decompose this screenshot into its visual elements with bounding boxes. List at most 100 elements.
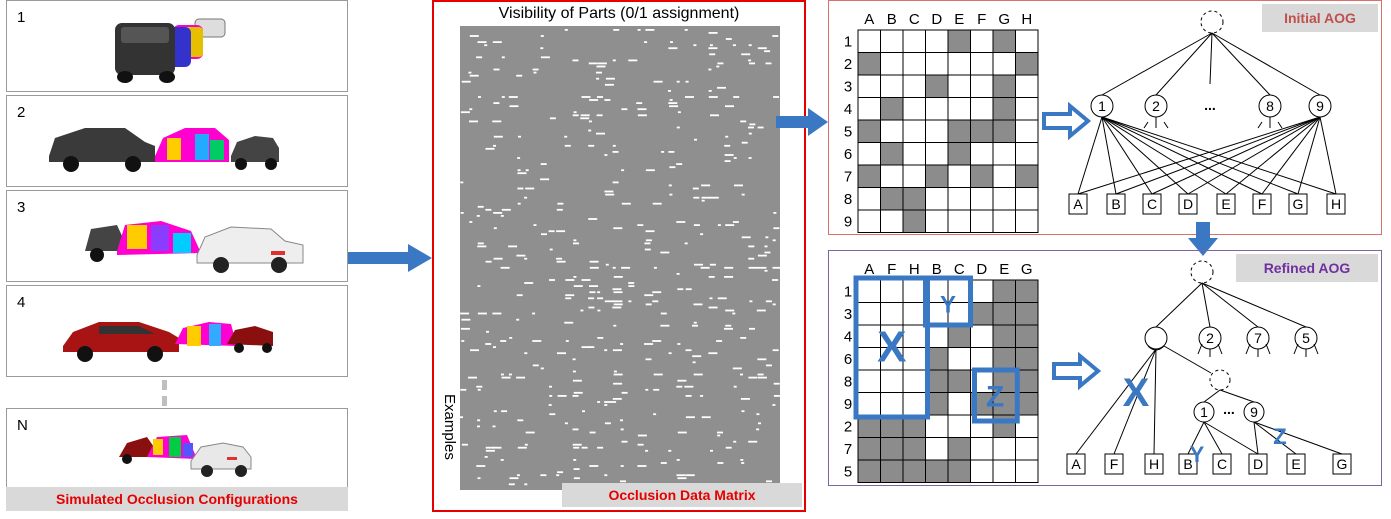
visible-cell	[725, 38, 732, 40]
visible-cell	[486, 330, 489, 333]
visible-cell	[477, 388, 481, 391]
simulated-occlusion-caption: Simulated Occlusion Configurations	[6, 487, 348, 511]
visible-cell	[685, 349, 692, 352]
visible-cell	[532, 364, 539, 367]
visible-cell	[500, 373, 504, 376]
tree-x-label: X	[1123, 371, 1150, 415]
visible-cell	[605, 263, 609, 266]
block-z-label: Z	[986, 381, 1004, 414]
visible-cell	[589, 431, 596, 434]
visible-cell	[500, 266, 510, 269]
visible-cell	[693, 321, 697, 324]
leaf-label: A	[1071, 456, 1081, 472]
grid-cell	[902, 459, 926, 483]
visible-cell	[748, 126, 754, 129]
visible-cell	[668, 352, 672, 355]
visible-cell	[613, 291, 623, 294]
visible-cell	[604, 401, 614, 403]
grid-cell	[1015, 279, 1039, 303]
visible-cell	[741, 462, 745, 464]
visible-cell	[492, 120, 502, 123]
leaf-label: D	[1183, 196, 1193, 212]
visible-cell	[573, 276, 577, 278]
grid-cell	[880, 437, 904, 461]
grid-cell	[1015, 459, 1039, 483]
visible-cell	[676, 385, 683, 388]
visible-cell	[517, 157, 521, 159]
visible-cell	[493, 346, 496, 348]
visible-cell	[749, 123, 756, 126]
visible-cell	[621, 169, 625, 172]
visible-cell	[684, 29, 688, 31]
grid-cell	[970, 437, 994, 461]
edge	[1155, 282, 1203, 328]
visible-cell	[588, 346, 595, 348]
visible-cell	[565, 294, 575, 297]
visible-cell	[701, 184, 711, 187]
visible-cell	[677, 431, 687, 434]
visible-cell	[604, 99, 611, 101]
grid-cell	[970, 459, 994, 483]
visible-cell	[628, 282, 635, 284]
visible-cell	[748, 245, 755, 248]
visible-cell	[717, 462, 724, 464]
visible-cell	[653, 266, 657, 269]
sim-panel-2: 2	[6, 95, 348, 187]
hollow-arrow-icon	[1042, 101, 1092, 141]
leaf-label: D	[1253, 456, 1263, 472]
visible-cell	[653, 388, 660, 391]
visible-cell	[540, 474, 547, 477]
visible-cell	[516, 254, 526, 257]
grid-cell	[1015, 209, 1039, 233]
visible-cell	[620, 480, 626, 483]
visible-cell	[572, 370, 576, 373]
leaf-label: H	[1331, 196, 1341, 212]
visible-cell	[645, 29, 655, 31]
grid-cell	[947, 74, 971, 98]
visible-cell	[596, 77, 600, 80]
visible-cell	[709, 297, 713, 300]
grid-cell	[970, 347, 994, 371]
leaf-label: A	[1073, 196, 1083, 212]
visible-cell	[589, 285, 598, 287]
ellipsis: ...	[1223, 401, 1235, 417]
visible-cell	[644, 248, 651, 251]
car-image	[85, 221, 304, 273]
visible-cell	[524, 196, 528, 199]
visible-cell	[573, 477, 580, 480]
visible-cell	[460, 212, 464, 214]
visible-cell	[516, 74, 523, 77]
edge	[1151, 116, 1321, 195]
grid-cell	[992, 437, 1016, 461]
edge	[1077, 116, 1103, 195]
visible-cell	[613, 324, 617, 327]
visible-cell	[676, 474, 686, 477]
grid-cell	[947, 347, 971, 371]
visible-cell	[588, 297, 595, 300]
visible-cell	[493, 102, 500, 104]
visible-cell	[493, 257, 503, 260]
visible-cell	[757, 358, 767, 361]
edge	[1201, 282, 1307, 328]
row-label: 6	[844, 146, 852, 163]
visible-cell	[645, 358, 652, 361]
visible-cell	[685, 474, 695, 477]
visible-cell	[612, 144, 616, 147]
grid-cell	[857, 97, 881, 121]
visible-cell	[708, 68, 712, 71]
visible-cell	[572, 59, 579, 62]
visible-cell	[469, 120, 478, 123]
grid-cell	[992, 29, 1016, 53]
visible-cell	[756, 413, 760, 416]
visible-cell	[773, 395, 780, 397]
visible-cell	[693, 224, 700, 226]
visible-cell	[612, 349, 622, 352]
grid-cell	[947, 97, 971, 121]
visible-cell	[756, 309, 766, 312]
node-label: 9	[1316, 98, 1324, 114]
visible-cell	[460, 388, 467, 391]
visible-cell	[709, 263, 716, 266]
visible-cell	[685, 288, 692, 291]
visible-cell	[757, 126, 764, 129]
visible-cell	[645, 388, 649, 391]
